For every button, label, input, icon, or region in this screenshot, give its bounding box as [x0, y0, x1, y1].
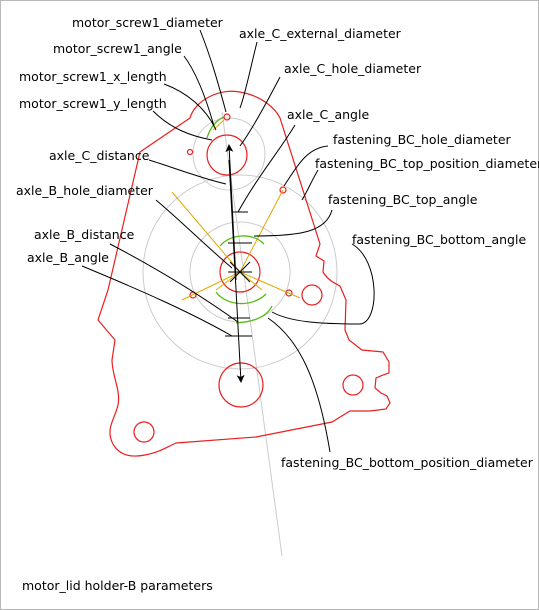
- dimension-lines: [225, 144, 252, 383]
- label-axle-B-distance: axle_B_distance: [34, 227, 135, 242]
- label-fastening-BC-top-angle: fastening_BC_top_angle: [328, 192, 478, 207]
- leader-fastening-BC-bottom-angle: [271, 243, 375, 325]
- fastening-BC-bottom-arc: [215, 291, 267, 305]
- axle-B-hole: [219, 251, 261, 293]
- label-fastening-BC-hole-diameter: fastening_BC_hole_diameter: [333, 132, 512, 147]
- drawing-caption: motor_lid holder-B parameters: [22, 578, 213, 593]
- leader-axle-C-distance: [148, 159, 227, 185]
- label-axle-C-hole-diameter: axle_C_hole_diameter: [284, 61, 422, 76]
- leader-motor-screw1-diameter: [199, 29, 227, 113]
- label-fastening-BC-bottom-position-diameter: fastening_BC_bottom_position_diameter: [281, 455, 534, 470]
- label-axle-C-distance: axle_C_distance: [49, 148, 150, 163]
- leader-motor-screw1-angle: [183, 55, 215, 127]
- motor-screw1-marker: [223, 113, 231, 121]
- construction-lines: [142, 111, 338, 557]
- leader-motor-screw1-x-length: [163, 83, 217, 131]
- axle-B-inner-construction-circle: [189, 221, 291, 323]
- leader-fastening-BC-bottom-position-diameter: [267, 317, 331, 453]
- label-motor-screw1-angle: motor_screw1_angle: [53, 41, 182, 56]
- axle-C-construction-circle: [192, 117, 266, 191]
- guide-top-left: [171, 191, 241, 273]
- label-axle-B-angle: axle_B_angle: [27, 250, 109, 265]
- label-axle-C-external-diameter: axle_C_external_diameter: [239, 26, 402, 41]
- leader-axle-B-distance: [109, 243, 239, 323]
- fastening-BC-top-marker: [279, 186, 287, 194]
- label-motor-screw1-x-length: motor_screw1_x_length: [19, 69, 167, 84]
- guide-right: [239, 271, 301, 299]
- holder-b-contour: [97, 90, 391, 457]
- label-motor-screw1-y-length: motor_screw1_y_length: [19, 96, 167, 111]
- leader-motor-screw1-y-length: [152, 110, 213, 141]
- leader-fastening-BC-top-angle: [253, 209, 333, 237]
- fastening-BC-top-arc: [219, 235, 265, 247]
- parameter-labels: motor_screw1_diameter axle_C_external_di…: [16, 15, 539, 470]
- guide-left: [181, 271, 241, 301]
- label-axle-B-hole-diameter: axle_B_hole_diameter: [16, 183, 154, 198]
- leader-lines: [81, 29, 375, 453]
- label-axle-C-angle: axle_C_angle: [287, 107, 369, 122]
- leader-axle-B-angle: [81, 265, 233, 337]
- axle-C-external-circle: [206, 134, 248, 176]
- label-fastening-BC-top-position-diameter: fastening_BC_top_position_diameter: [315, 156, 539, 171]
- left-hole-bottom: [133, 421, 155, 443]
- leader-axle-B-hole-diameter: [155, 199, 233, 269]
- leader-fastening-BC-hole-diameter: [283, 145, 329, 187]
- center-spoke-2: [229, 261, 251, 283]
- axle-C-distance-dim: [228, 159, 245, 383]
- leader-axle-C-external-diameter: [239, 41, 258, 109]
- label-fastening-BC-bottom-angle: fastening_BC_bottom_angle: [352, 232, 526, 247]
- leader-fastening-BC-top-position-diameter: [301, 169, 319, 201]
- fastening-BC-right-marker: [285, 289, 293, 297]
- axle-B-distance-arc: [235, 305, 273, 324]
- leader-axle-C-hole-diameter: [239, 76, 281, 147]
- right-hole-top: [301, 284, 323, 306]
- right-hole-bottom: [342, 374, 364, 396]
- label-motor-screw1-diameter: motor_screw1_diameter: [72, 15, 224, 30]
- leader-axle-C-angle: [237, 124, 296, 213]
- guide-top-right: [239, 189, 284, 273]
- left-small-marker: [186, 148, 194, 156]
- bottom-hole: [218, 362, 264, 408]
- part-outline: [97, 90, 391, 457]
- axis-line: [221, 111, 283, 557]
